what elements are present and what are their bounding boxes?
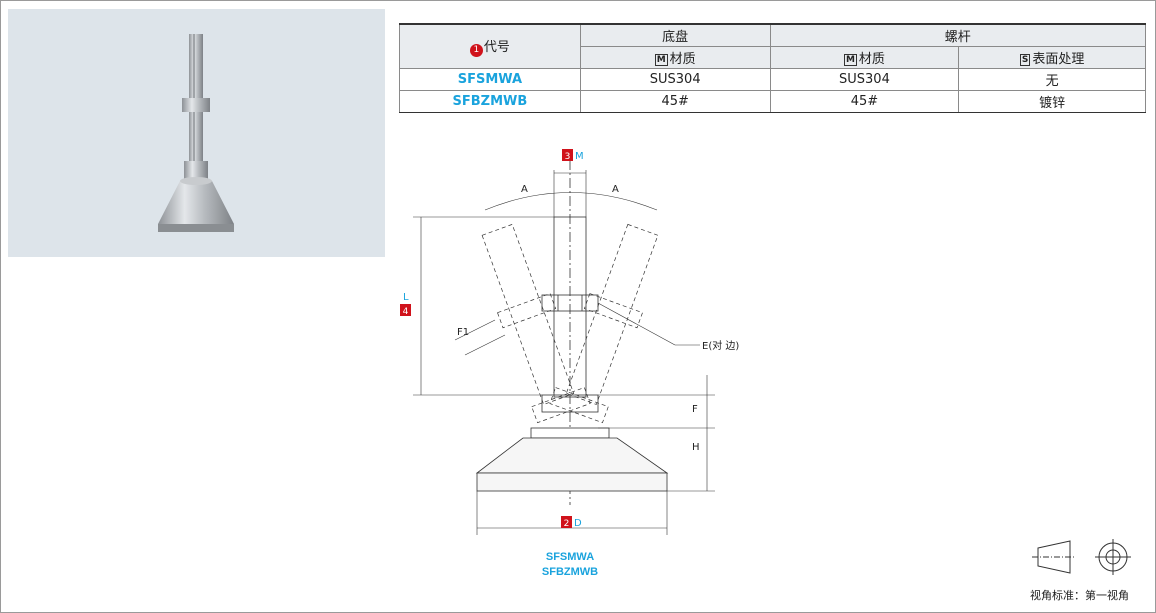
dim-d-label: D — [574, 518, 582, 529]
base-material-cell: 45# — [579, 90, 771, 113]
screw-material-cell: SUS304 — [769, 68, 960, 91]
surface-label: 表面处理 — [1032, 52, 1085, 67]
material-badge: M — [843, 54, 857, 66]
dim-h-label: H — [692, 442, 700, 453]
base-material-cell: SUS304 — [579, 68, 771, 91]
dim-e-label: E(对 边) — [702, 339, 739, 352]
code-header-label: 代号 — [483, 40, 510, 55]
surface-cell: 无 — [958, 68, 1146, 91]
dim-a-right: A — [612, 184, 619, 195]
dim-m-label: M — [575, 151, 584, 162]
view-standard-caption: 视角标准：第一视角 — [1030, 589, 1129, 602]
dim-f-label: F — [692, 404, 698, 415]
table-row: SFBZMWB 45# 45# 镀锌 — [399, 90, 1146, 113]
table-row: SFSMWA SUS304 SUS304 无 — [399, 68, 1146, 91]
technical-drawing: 3 M A A 4 L F1 E(对 边) F H 2 D — [400, 149, 739, 535]
screw-material-cell: 45# — [769, 90, 960, 113]
dim-f1-label: F1 — [457, 327, 469, 338]
screw-header: 螺杆 — [769, 23, 1147, 47]
product-photo-panel — [8, 9, 385, 257]
base-material-label: 材质 — [669, 52, 696, 67]
surface-badge: S — [1019, 54, 1031, 66]
first-angle-projection-icon — [1032, 539, 1131, 575]
code-cell: SFSMWA — [399, 68, 581, 91]
dim-d-badge: 2 — [564, 519, 570, 529]
dim-l-label: L — [403, 292, 409, 303]
drawing-code-1: SFSMWA — [545, 551, 595, 563]
surface-cell: 镀锌 — [958, 90, 1146, 113]
dim-a-left: A — [521, 184, 528, 195]
dim-l-badge: 4 — [403, 307, 409, 317]
code-cell: SFBZMWB — [399, 90, 581, 113]
base-header: 底盘 — [579, 23, 771, 47]
material-badge: M — [654, 54, 668, 66]
dim-m-badge: 3 — [565, 152, 571, 162]
drawing-code-2: SFBZMWB — [541, 566, 599, 578]
leveling-foot-photo — [158, 34, 234, 232]
code-badge: 1 — [469, 44, 483, 57]
screw-material-label: 材质 — [858, 52, 885, 67]
